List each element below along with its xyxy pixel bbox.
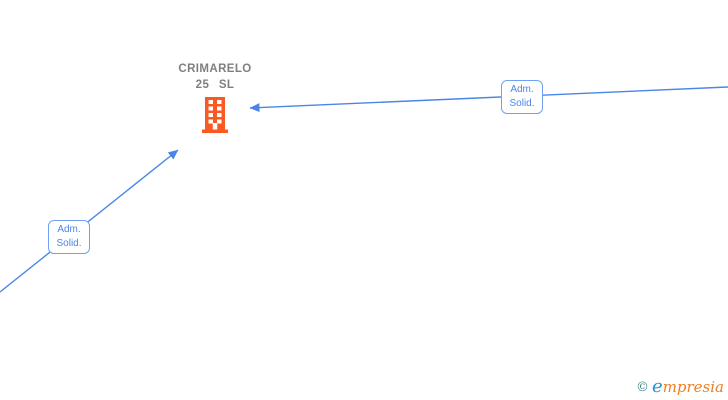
company-node[interactable]: CRIMARELO 25 SL: [145, 62, 285, 133]
edge-label-line1: Adm.: [57, 224, 81, 235]
building-icon[interactable]: [201, 97, 229, 133]
company-name: CRIMARELO 25 SL: [145, 62, 285, 93]
edge-label-line2: Solid.: [509, 98, 535, 109]
company-name-line2: 25 SL: [195, 78, 235, 91]
edge-label-line1: Adm.: [510, 84, 534, 95]
copyright-icon: ©: [636, 380, 650, 395]
logo-letter-e: e: [652, 376, 663, 397]
logo-text: mpresia: [662, 378, 724, 396]
empresia-logo: ©empresia: [636, 376, 724, 397]
edge-line-from-right: [249, 86, 728, 113]
edge-label-line2: Solid.: [56, 238, 82, 249]
edge-label-adm-solid-left[interactable]: Adm. Solid.: [48, 220, 90, 254]
edge-label-adm-solid-right[interactable]: Adm. Solid.: [501, 80, 543, 114]
company-name-line1: CRIMARELO: [178, 63, 252, 75]
edge-line-from-bottom-left: [0, 149, 179, 293]
